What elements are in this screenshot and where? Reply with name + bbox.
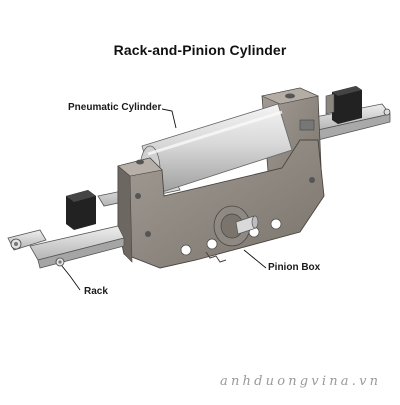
- leader-pinion-box: [243, 249, 267, 269]
- leader-lines: [61, 108, 267, 291]
- label-rack: Rack: [84, 286, 108, 297]
- label-pinion-box: Pinion Box: [268, 262, 321, 273]
- diagram-title: Rack-and-Pinion Cylinder: [113, 42, 287, 58]
- main-housing: [117, 139, 325, 269]
- front-rack-bar: [7, 225, 125, 269]
- leader-pneumatic-cylinder: [161, 108, 177, 129]
- left-end-cap: [66, 190, 96, 230]
- right-end-cap: [325, 86, 362, 124]
- pinion-box: [205, 205, 259, 263]
- watermark: anhduongvina.vn: [220, 374, 382, 389]
- label-pneumatic-cylinder: Pneumatic Cylinder: [68, 102, 162, 113]
- leader-rack: [61, 265, 81, 291]
